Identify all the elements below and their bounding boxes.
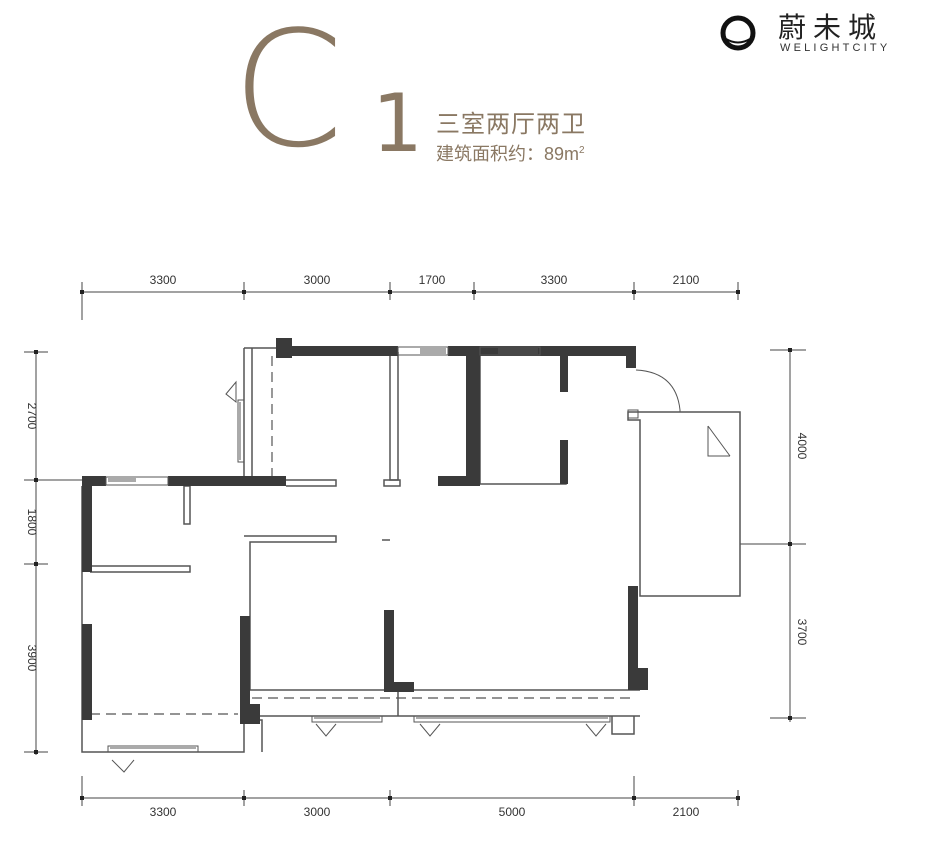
dim-left-1: 2700 [25,403,39,430]
dim-bottom-4: 2100 [673,805,700,819]
dimension-right-ticks [788,348,792,720]
brand-name-en: WELIGHTCITY [780,42,891,54]
dimension-top [81,282,739,320]
dim-right-2: 3700 [795,619,809,646]
dim-bottom-1: 3300 [150,805,177,819]
dimension-right [740,348,806,722]
dim-top-3: 1700 [419,273,446,287]
dashed-lines [90,356,630,715]
windows [105,346,668,753]
dim-left-3: 3900 [25,645,39,672]
dimension-left-ticks [34,350,38,754]
dimension-bottom-ticks [80,796,740,800]
dim-bottom-2: 3000 [304,805,331,819]
area-value: 89m [544,144,580,164]
dim-top-4: 3300 [541,273,568,287]
dim-left-2: 1800 [25,509,39,536]
unit-area: 建筑面积约：89m2 [436,140,585,166]
corner-fold-mark [707,425,731,457]
dim-top-1: 3300 [150,273,177,287]
area-label: 建筑面积约： [436,144,544,164]
dimension-bottom [81,776,739,806]
dimension-top-ticks [80,290,740,294]
heavy-walls [82,338,648,724]
door-swings [111,369,681,773]
dim-right-1: 4000 [795,433,809,460]
ring-logo-icon [720,15,756,51]
dim-top-5: 2100 [673,273,700,287]
dim-top-2: 3000 [304,273,331,287]
unit-code-number: 1 [372,77,423,170]
unit-layout: 三室两厅两卫 [436,111,586,138]
unit-code-letter: C [232,0,344,183]
area-unit-sup: 2 [579,145,585,156]
dim-bottom-3: 5000 [499,805,526,819]
brand-name-cn: 蔚未城 [778,11,884,44]
